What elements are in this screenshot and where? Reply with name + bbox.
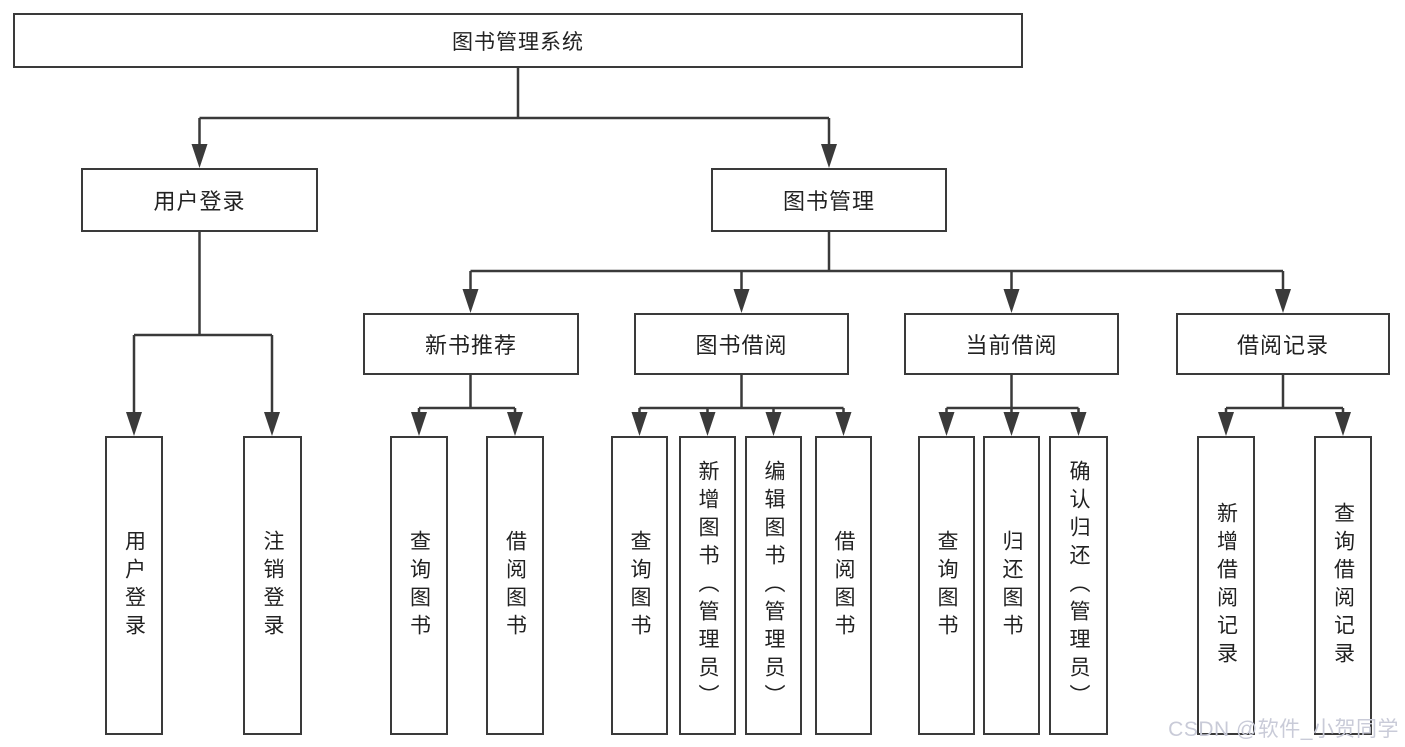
leaf-borrow-books-recommendation: 借阅图书 bbox=[486, 436, 544, 735]
leaf-add-books-admin: 新增图书（管理员） bbox=[679, 436, 736, 735]
leaf-edit-books-admin: 编辑图书（管理员） bbox=[745, 436, 802, 735]
leaf-confirm-return-admin: 确认归还（管理员） bbox=[1049, 436, 1108, 735]
node-library-management-system: 图书管理系统 bbox=[13, 13, 1023, 68]
node-book-management: 图书管理 bbox=[711, 168, 947, 232]
leaf-query-borrow-record: 查询借阅记录 bbox=[1314, 436, 1372, 735]
leaf-logout-login: 注销登录 bbox=[243, 436, 302, 735]
csdn-watermark: CSDN @软件_小贺同学 bbox=[1168, 718, 1399, 741]
node-book-borrowing: 图书借阅 bbox=[634, 313, 849, 375]
node-current-borrowing: 当前借阅 bbox=[904, 313, 1119, 375]
node-new-book-recommendation: 新书推荐 bbox=[363, 313, 579, 375]
leaf-add-borrow-record: 新增借阅记录 bbox=[1197, 436, 1255, 735]
leaf-query-books-current: 查询图书 bbox=[918, 436, 975, 735]
node-borrowing-records: 借阅记录 bbox=[1176, 313, 1390, 375]
leaf-query-books-recommendation: 查询图书 bbox=[390, 436, 448, 735]
leaf-borrow-books-borrowing: 借阅图书 bbox=[815, 436, 872, 735]
leaf-return-books: 归还图书 bbox=[983, 436, 1040, 735]
leaf-query-books-borrowing: 查询图书 bbox=[611, 436, 668, 735]
node-user-login: 用户登录 bbox=[81, 168, 318, 232]
leaf-user-login: 用户登录 bbox=[105, 436, 163, 735]
